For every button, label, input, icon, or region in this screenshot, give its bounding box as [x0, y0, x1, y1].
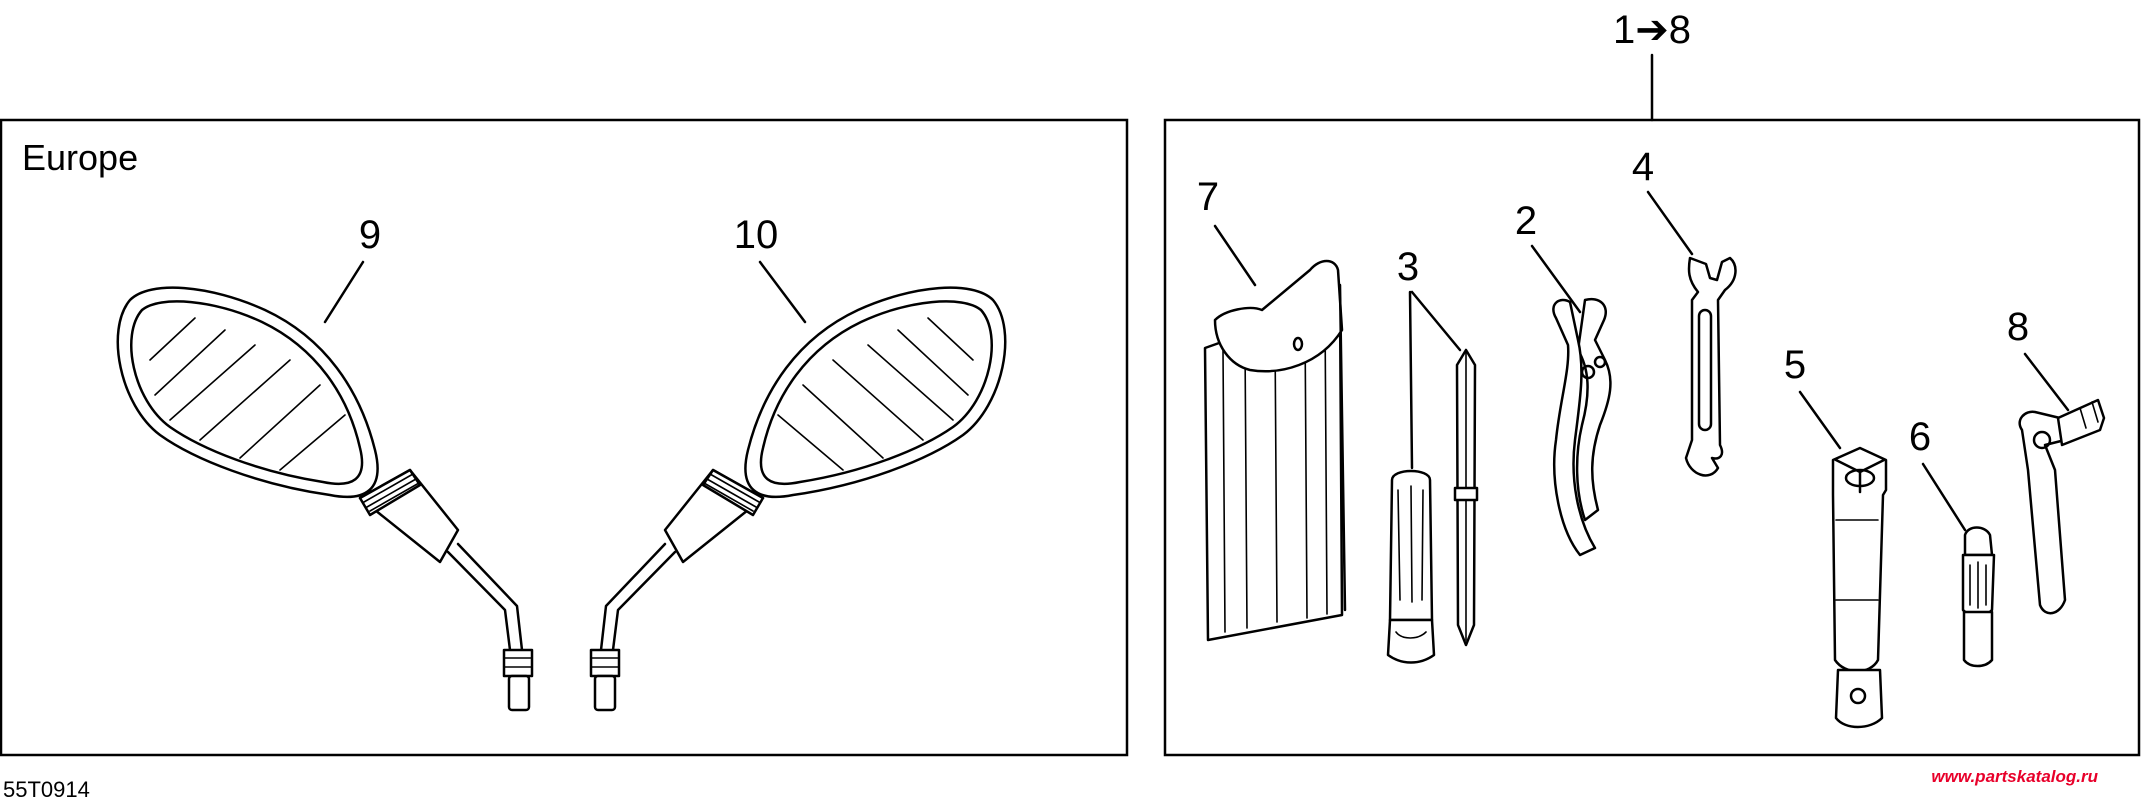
callout-5: 5 — [1784, 343, 1806, 387]
leader-7 — [1213, 224, 1257, 287]
open-end-wrench-icon — [1684, 256, 1737, 477]
callout-8: 8 — [2007, 305, 2029, 349]
watermark-link[interactable]: www.partskatalog.ru — [1931, 767, 2098, 786]
callout-10: 10 — [734, 213, 779, 257]
right-mirror-icon — [589, 286, 1007, 712]
screwdriver-icon — [1386, 348, 1479, 664]
leader-3b — [1410, 290, 1462, 352]
callout-7: 7 — [1197, 175, 1219, 219]
callout-4: 4 — [1632, 145, 1654, 189]
callout-2: 2 — [1515, 199, 1537, 243]
leader-4 — [1646, 190, 1694, 256]
leader-8 — [2023, 352, 2070, 412]
leader-6 — [1921, 462, 1967, 532]
small-socket-icon — [1961, 526, 1996, 668]
europe-mirrors-frame — [0, 118, 1129, 757]
group-label: 1➔8 — [1613, 8, 1691, 52]
spark-plug-socket-icon — [1831, 446, 1888, 729]
socket-handle-icon — [2018, 398, 2106, 615]
pliers-icon — [1552, 297, 1612, 557]
region-label: Europe — [22, 137, 138, 178]
callout-3: 3 — [1397, 245, 1419, 289]
left-mirror-icon — [116, 286, 534, 712]
image-code: 55T0914 — [3, 777, 90, 802]
leader-10 — [758, 260, 807, 324]
leader-9 — [323, 260, 365, 324]
leader-3a — [1408, 290, 1414, 470]
leader-5 — [1798, 390, 1842, 450]
callout-9: 9 — [359, 213, 381, 257]
leader-2 — [1530, 244, 1582, 314]
tool-pouch-icon — [1203, 259, 1347, 642]
callout-6: 6 — [1909, 415, 1931, 459]
